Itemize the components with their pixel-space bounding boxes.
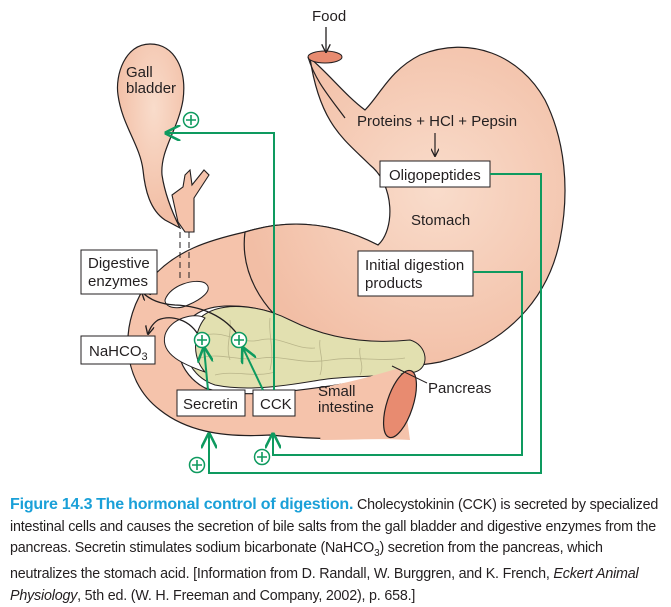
bile-duct xyxy=(171,168,210,233)
plus-icon-secretin-pancreas xyxy=(193,331,211,349)
pancreas-label: Pancreas xyxy=(428,380,491,397)
digestive-enzymes-label-2: enzymes xyxy=(88,273,148,290)
stomach-label: Stomach xyxy=(411,212,470,229)
secretin-label: Secretin xyxy=(183,396,238,413)
digestive-enzymes-label-1: Digestive xyxy=(88,255,150,272)
plus-icon-cck-stimulus xyxy=(253,448,271,466)
small-intestine-label-2: intestine xyxy=(318,399,374,416)
nahco3-label: NaHCO3 xyxy=(89,343,148,363)
initial-digestion-label-2: products xyxy=(365,275,423,292)
gall-bladder-label-2: bladder xyxy=(126,80,176,97)
caption-text-2: ) secretion from the pancreas, which neu… xyxy=(10,540,603,583)
oligopeptides-label: Oligopeptides xyxy=(389,167,481,184)
proteins-label: Proteins + HCl + Pepsin xyxy=(357,113,517,130)
caption-text-1: Cholecystokinin (CCK) is secreted by spe… xyxy=(10,497,659,556)
figure-caption: Figure 14.3 The hormonal control of dige… xyxy=(10,494,665,607)
gall-bladder-label-1: Gall xyxy=(126,64,153,81)
bicarbonate-secretion-arrow xyxy=(148,317,201,339)
caption-text-3: , 5th ed. (W. H. Freeman and Company, 20… xyxy=(77,587,416,604)
initial-digestion-feedback-path xyxy=(273,271,523,456)
caption-title: The hormonal control of digestion. xyxy=(96,496,354,513)
gall-bladder xyxy=(116,43,185,230)
nahco3-box xyxy=(80,335,156,365)
digestion-diagram: Food Gall bladder Proteins + HCl + Pepsi… xyxy=(80,8,566,474)
cck-to-pancreas-path xyxy=(243,348,264,391)
pancreas-leader xyxy=(391,365,428,384)
food-label: Food xyxy=(312,8,346,25)
digestive-enzymes-box xyxy=(80,249,158,295)
plus-icon-secretin-stimulus xyxy=(188,456,206,474)
cck-label: CCK xyxy=(260,396,292,413)
small-intestine-opening xyxy=(382,369,418,439)
secretin-box xyxy=(176,389,246,417)
secretin-to-pancreas-path xyxy=(204,348,208,391)
stomach xyxy=(243,46,566,367)
plus-icon-cck-pancreas xyxy=(230,331,248,349)
caption-figure-number: Figure 14.3 xyxy=(10,496,93,513)
caption-book-title: Eckert Animal Physiology xyxy=(10,566,639,604)
esophagus-opening xyxy=(307,50,343,64)
initial-digestion-label-1: Initial digestion xyxy=(365,257,464,274)
plus-icon-gallbladder xyxy=(182,111,200,129)
small-intestine-label-1: Small xyxy=(318,383,356,400)
enzyme-secretion-arrow xyxy=(142,292,241,339)
cck-to-gallbladder-path xyxy=(166,133,275,390)
oligopeptides-box xyxy=(379,160,491,188)
oligopeptides-feedback-path xyxy=(209,173,542,474)
initial-digestion-box xyxy=(357,250,474,297)
caption-sub: 3 xyxy=(374,547,380,559)
